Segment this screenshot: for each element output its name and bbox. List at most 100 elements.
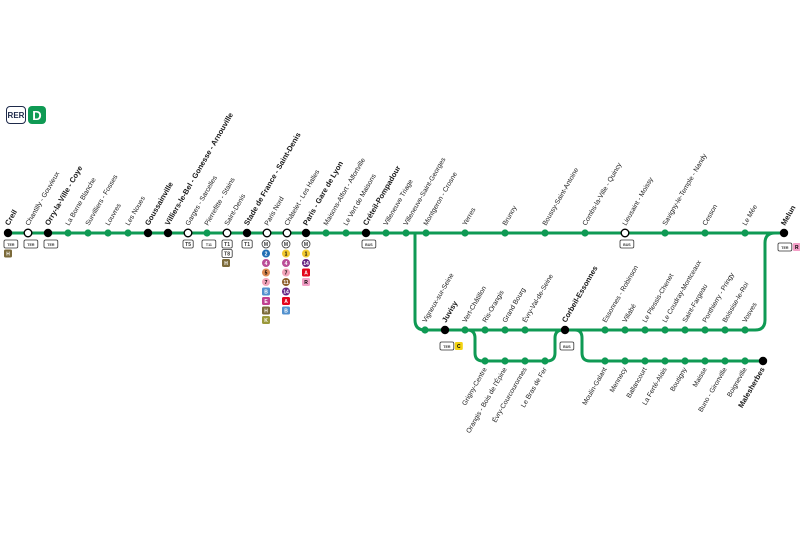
station-maisons-alfort-alfortville[interactable] <box>322 229 330 237</box>
svg-text:BUS: BUS <box>563 345 571 349</box>
station-louvres[interactable] <box>104 229 112 237</box>
connection-badge-h: H <box>4 249 12 258</box>
station-ponthierry-pringy[interactable] <box>701 326 709 334</box>
connection-badge-5: 5 <box>262 268 270 277</box>
station-major-corbeil-essonnes[interactable] <box>560 325 570 335</box>
station-major-juvisy[interactable] <box>440 325 450 335</box>
station-vigneux-sur-seine[interactable] <box>421 326 429 334</box>
station-major-melun[interactable] <box>779 228 789 238</box>
station-major-malesherbes[interactable] <box>758 356 768 366</box>
svg-text:11: 11 <box>283 280 289 286</box>
connection-badge-4: 4 <box>282 259 290 267</box>
station-evry-courcouronnes[interactable] <box>521 357 529 365</box>
station-cesson[interactable] <box>701 229 709 237</box>
station-vert-chatillon[interactable] <box>461 326 469 334</box>
svg-text:1: 1 <box>285 252 288 258</box>
svg-text:7: 7 <box>265 280 268 286</box>
station-evry-val-de-seine[interactable] <box>521 326 529 334</box>
station-grigny-centre[interactable] <box>481 357 489 365</box>
station-maisse[interactable] <box>701 357 709 365</box>
connection-badge-bus: BUS <box>361 239 377 249</box>
station-le-mee[interactable] <box>741 229 749 237</box>
svg-text:TER: TER <box>443 345 451 349</box>
station-essonnes-robinson[interactable] <box>601 326 609 334</box>
station-le-plessis-chenet[interactable] <box>641 326 649 334</box>
station-major-stade-de-france-saint-denis[interactable] <box>242 228 252 238</box>
connection-badge-t11: T11 <box>201 239 217 249</box>
station-major-goussainville[interactable] <box>143 228 153 238</box>
station-major-villiers-le-bel-gonesse-arnouville[interactable] <box>163 228 173 238</box>
station-label-creteil-pompadour: Créteil-Pompadour <box>361 164 403 227</box>
station-le-vert-de-maisons[interactable] <box>342 229 350 237</box>
station-label-creil: Creil <box>3 208 19 227</box>
station-pierrefitte-stains[interactable] <box>203 229 211 237</box>
station-vosves[interactable] <box>741 326 749 334</box>
connection-badge-t8: T8 <box>221 249 233 258</box>
svg-text:M: M <box>264 242 268 248</box>
svg-text:K: K <box>264 318 268 324</box>
station-label-juvisy: Juvisy <box>440 299 460 324</box>
svg-text:BUS: BUS <box>365 243 373 247</box>
station-combs-la-ville-quincy[interactable] <box>581 229 589 237</box>
svg-text:5: 5 <box>265 271 268 277</box>
station-boigneville[interactable] <box>741 357 749 365</box>
connection-badge-1: 1 <box>302 249 310 258</box>
station-major-creil[interactable] <box>3 228 13 238</box>
svg-text:M: M <box>304 242 308 248</box>
station-mennecy[interactable] <box>621 357 629 365</box>
station-interchange-saint-denis[interactable] <box>222 228 232 238</box>
connection-badge-t1: T1 <box>221 239 233 249</box>
station-interchange-chantilly-gouvieux[interactable] <box>23 228 33 238</box>
svg-text:A: A <box>284 299 288 305</box>
station-survilliers-fosses[interactable] <box>84 229 92 237</box>
station-ris-orangis[interactable] <box>481 326 489 334</box>
station-interchange-lieusaint-moissy[interactable] <box>620 228 630 238</box>
station-interchange-paris-nord[interactable] <box>262 228 272 238</box>
connection-badge-11: 11 <box>282 278 290 286</box>
station-la-borne-blanche[interactable] <box>64 229 72 237</box>
station-buno-gironville[interactable] <box>721 357 729 365</box>
station-villeneuve-saint-georges[interactable] <box>402 229 410 237</box>
station-villabe[interactable] <box>621 326 629 334</box>
station-label-ballancourt: Ballancourt <box>626 366 649 399</box>
station-villeneuve-triage[interactable] <box>382 229 390 237</box>
station-boussy-saint-antoine[interactable] <box>541 229 549 237</box>
station-label-essonnes-robinson: Essonnes - Robinson <box>602 264 640 324</box>
station-yerres[interactable] <box>461 229 469 237</box>
station-orangis-bois-de-l-epine[interactable] <box>501 357 509 365</box>
station-savigny-le-temple-nandy[interactable] <box>661 229 669 237</box>
station-le-coudray-montceaux[interactable] <box>661 326 669 334</box>
station-label-melun: Melun <box>779 203 798 227</box>
station-boutigny[interactable] <box>681 357 689 365</box>
station-ballancourt[interactable] <box>641 357 649 365</box>
svg-text:BUS: BUS <box>623 243 631 247</box>
station-major-paris-gare-de-lyon[interactable] <box>301 228 311 238</box>
station-interchange-garges-sarcelles[interactable] <box>183 228 193 238</box>
connection-badge-ter: TER <box>3 239 19 249</box>
station-montgeron-crosne[interactable] <box>422 229 430 237</box>
station-saint-fargeau[interactable] <box>681 326 689 334</box>
svg-text:C: C <box>457 344 461 350</box>
station-grand-bourg[interactable] <box>501 326 509 334</box>
station-label-evry-val-de-seine: Évry-Val-de-Seine <box>520 272 555 324</box>
stations <box>3 228 789 366</box>
station-brunoy[interactable] <box>501 229 509 237</box>
station-major-creteil-pompadour[interactable] <box>361 228 371 238</box>
svg-text:1: 1 <box>305 252 308 258</box>
station-moulin-galant[interactable] <box>601 357 609 365</box>
station-boissise-le-roi[interactable] <box>721 326 729 334</box>
line-track <box>413 231 777 332</box>
svg-text:7: 7 <box>285 271 288 277</box>
connection-badge-ter: TER <box>43 239 59 249</box>
station-interchange-chatelet-les-halles[interactable] <box>282 228 292 238</box>
connection-badge-m: M <box>261 239 271 249</box>
svg-text:B: B <box>284 309 288 315</box>
station-le-bras-de-fer[interactable] <box>541 357 549 365</box>
station-les-noues[interactable] <box>124 229 132 237</box>
station-label-evry-courcouronnes: Évry-Courcouronnes <box>490 365 529 424</box>
station-la-ferte-alais[interactable] <box>661 357 669 365</box>
station-label-lieusaint-moissy: Lieusaint - Moissy <box>622 176 656 227</box>
station-major-orry-la-ville-coye[interactable] <box>43 228 53 238</box>
